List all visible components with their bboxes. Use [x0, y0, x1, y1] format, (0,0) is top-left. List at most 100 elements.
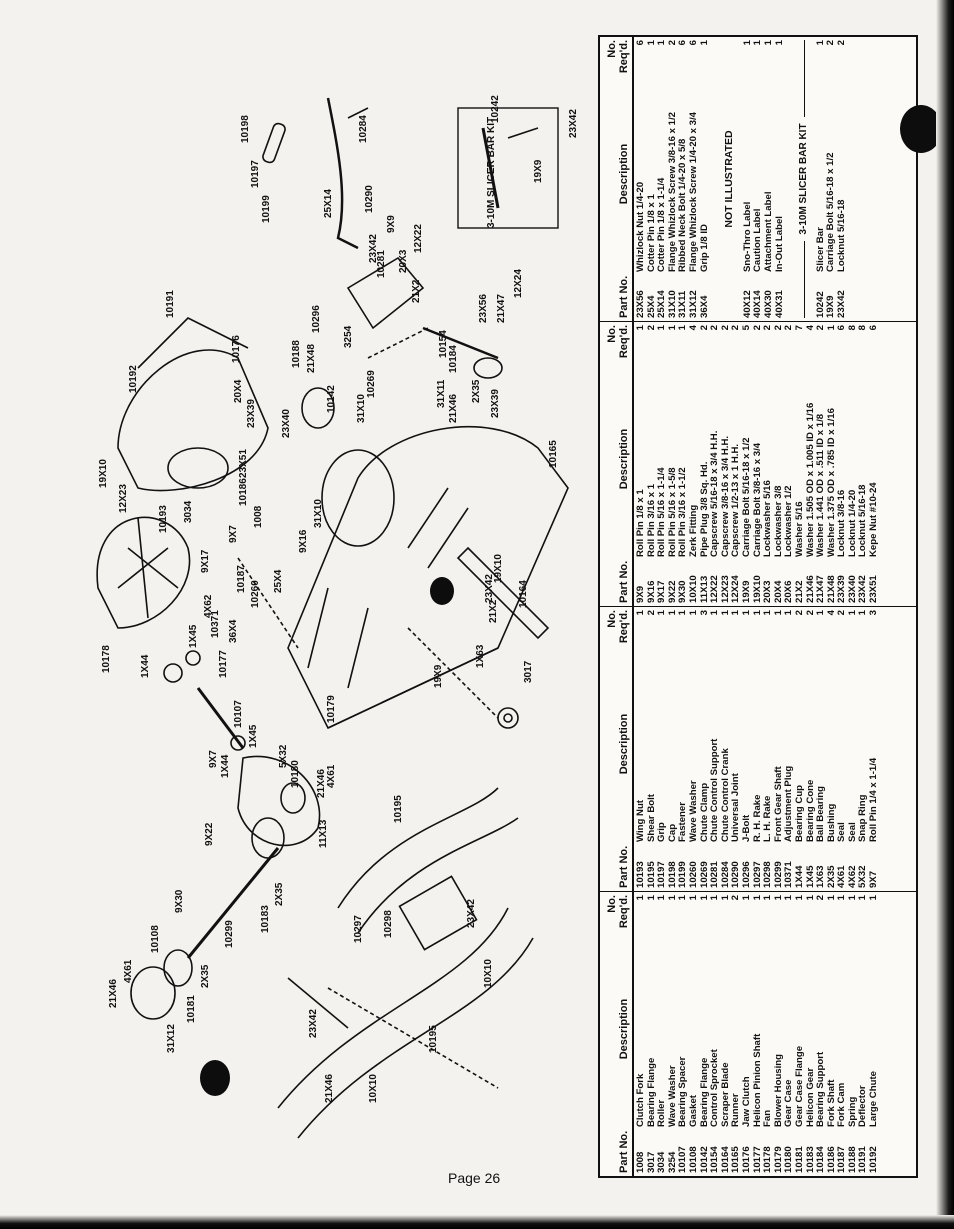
part-description: Chute Control Support — [710, 738, 721, 842]
part-number: 40X30 — [762, 290, 774, 318]
part-description: Capscrew 3/8-16 x 3/4 H.H. — [720, 435, 731, 557]
quantity-required: 1 — [793, 895, 805, 901]
part-number: 1008 — [635, 1151, 646, 1173]
callout-label: 10108 — [150, 925, 161, 953]
quantity-required: 1 — [773, 40, 785, 46]
quantity-required: 1 — [762, 40, 774, 46]
part-description: Ribbed Neck Bolt 1/4-20 x 5/8 — [678, 138, 689, 272]
part-description: Front Gear Shaft — [773, 766, 784, 842]
part-description: Large Chute — [869, 1071, 880, 1127]
header-description: Description — [618, 143, 630, 205]
part-number: 40X31 — [773, 290, 785, 318]
part-description: Sno-Thro Label — [742, 201, 753, 272]
part-description: Seal — [837, 822, 848, 842]
callout-label: 10198 — [240, 115, 251, 143]
quantity-required: 1 — [687, 610, 699, 616]
callout-label: 23X56 — [478, 294, 489, 323]
part-description: Fastener — [678, 802, 689, 842]
callout-label: 31X11 — [436, 379, 447, 408]
callout-label: 9X7 — [208, 750, 219, 768]
quantity-required: 1 — [635, 325, 646, 331]
part-description: J-Bolt — [741, 814, 752, 842]
callout-label: 10297 — [353, 915, 364, 943]
paper-edge-bottom — [0, 1215, 954, 1229]
callout-label: 1008 — [253, 505, 264, 528]
header-part: Part No. — [618, 560, 630, 603]
part-description: Slicer Bar — [815, 227, 826, 272]
callout-label: 21X2 — [488, 599, 499, 623]
quantity-required: 1 — [698, 40, 710, 46]
part-number: 10193 — [635, 861, 646, 888]
quantity-required: 6 — [635, 40, 646, 46]
part-description: Gasket — [688, 1095, 699, 1127]
callout-label: 12X24 — [513, 269, 524, 298]
callout-label: 10176 — [231, 335, 242, 363]
part-description: Ball Bearing — [816, 786, 827, 842]
callout-label: 9X9 — [386, 215, 397, 233]
rake-curve — [277, 907, 509, 1109]
part-number: 10176 — [740, 1146, 752, 1173]
quantity-required: 6 — [687, 40, 699, 46]
not-illustrated-title: NOT ILLUSTRATED — [723, 130, 736, 228]
callout-label: 20X3 — [398, 249, 409, 273]
quantity-required: 1 — [635, 610, 646, 616]
part-number: 23X51 — [868, 575, 880, 603]
table-header: Part No. Description No. Req'd. — [600, 322, 634, 606]
callout-label: 10296 — [311, 305, 322, 333]
part-description: Helicon Gear — [805, 1067, 816, 1127]
part-description: Roll Pin 5/16 x 1-1/4 — [657, 467, 668, 557]
part-description: Clutch Fork — [636, 1073, 646, 1127]
callout-label: 10290 — [364, 185, 375, 213]
part-description: Whizlock Nut 1/4-20 — [636, 181, 646, 272]
callout-label: 10178 — [101, 645, 112, 673]
part-description: L. H. Rake — [763, 795, 774, 842]
part-description: Washer 1.505 OD x 1.005 ID x 1/16 — [805, 402, 816, 557]
callout-label: 23X42 — [308, 1009, 319, 1038]
part-number: 10X10 — [687, 575, 699, 603]
part-description: Attachment Label — [763, 191, 774, 273]
gasket-shape — [130, 966, 176, 1020]
part-description: Wave Washer — [688, 780, 699, 842]
callout-label: 1X63 — [475, 644, 486, 668]
quantity-required: 3 — [868, 610, 880, 616]
part-description: Cap — [667, 823, 678, 842]
quantity-required: 1 — [687, 895, 699, 901]
callout-label: 10107 — [233, 700, 244, 728]
callout-label: 1X45 — [248, 724, 259, 748]
callout-label: 23X42 — [484, 574, 495, 603]
part-number: 10296 — [740, 861, 752, 888]
part-description: Washer 1.375 OD x .785 ID x 1/16 — [826, 408, 837, 557]
part-description: R. H. Rake — [752, 794, 763, 842]
header-part: Part No. — [618, 845, 630, 888]
part-number: 9X7 — [868, 870, 880, 888]
callout-label: 10186 — [238, 478, 249, 506]
part-description: Snap Ring — [858, 794, 869, 842]
callout-label: 36X4 — [228, 619, 239, 643]
